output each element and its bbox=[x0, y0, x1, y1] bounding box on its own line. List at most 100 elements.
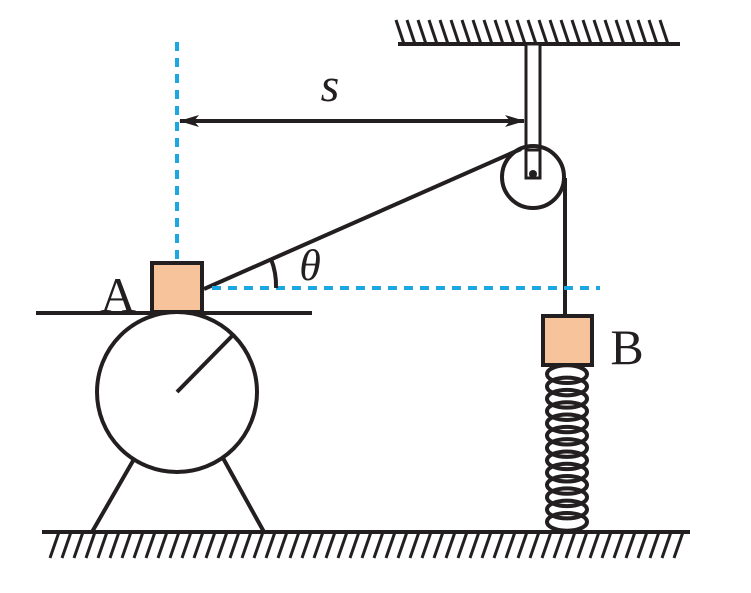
hatch-line bbox=[108, 531, 121, 559]
spring-coil bbox=[545, 510, 589, 533]
hatch-line bbox=[336, 531, 349, 559]
hatch-line bbox=[144, 531, 157, 559]
hatch-line bbox=[548, 19, 560, 45]
block-a bbox=[150, 261, 204, 314]
hatch-line bbox=[625, 19, 637, 45]
hatch-line bbox=[471, 19, 483, 45]
hatch-line bbox=[528, 531, 541, 559]
hatch-line bbox=[312, 531, 325, 559]
hatch-line bbox=[564, 531, 577, 559]
hatch-line bbox=[438, 19, 450, 45]
hatch-line bbox=[504, 531, 517, 559]
spring-coil bbox=[545, 474, 589, 496]
hatch-line bbox=[600, 531, 613, 559]
hatch-line bbox=[408, 531, 421, 559]
hatch-line bbox=[72, 531, 85, 559]
spring-coil bbox=[545, 424, 589, 447]
hatch-line bbox=[405, 19, 417, 45]
hatch-line bbox=[420, 531, 433, 559]
angle-arc bbox=[269, 258, 279, 289]
spring-coil bbox=[545, 387, 589, 410]
hatch-line bbox=[592, 19, 604, 45]
hatch-line bbox=[416, 19, 428, 45]
distance-label: s bbox=[321, 59, 340, 112]
hatch-line bbox=[228, 531, 241, 559]
hatch-line bbox=[348, 531, 361, 559]
hatch-line bbox=[672, 531, 685, 559]
hatch-line bbox=[552, 531, 565, 559]
hatch-line bbox=[60, 531, 73, 559]
hatch-line bbox=[647, 19, 659, 45]
hatch-line bbox=[216, 531, 229, 559]
spring-coil bbox=[545, 412, 589, 435]
hatch-line bbox=[84, 531, 97, 559]
ceiling-support bbox=[394, 19, 680, 46]
spring-coil bbox=[545, 437, 589, 459]
hatch-line bbox=[204, 531, 217, 559]
angle-label: θ bbox=[299, 241, 321, 290]
hatch-line bbox=[492, 531, 505, 559]
hatch-line bbox=[516, 531, 529, 559]
hatch-line bbox=[300, 531, 313, 559]
hatch-line bbox=[360, 531, 373, 559]
hatch-line bbox=[396, 531, 409, 559]
hatch-line bbox=[427, 19, 439, 45]
hatch-line bbox=[324, 531, 337, 559]
hatch-line bbox=[636, 19, 648, 45]
hatch-line bbox=[624, 531, 637, 559]
hatch-line bbox=[432, 531, 445, 559]
spring-coil bbox=[545, 400, 589, 422]
spring-coil bbox=[545, 486, 589, 509]
hatch-line bbox=[515, 19, 527, 45]
spring-coil bbox=[545, 449, 589, 472]
hatch-line bbox=[537, 19, 549, 45]
hatch-line bbox=[180, 531, 193, 559]
hatch-line bbox=[588, 531, 601, 559]
hatch-line bbox=[660, 531, 673, 559]
dial-scale bbox=[90, 310, 266, 533]
ceiling-hatching bbox=[394, 19, 670, 45]
hatch-line bbox=[96, 531, 109, 559]
hatch-line bbox=[444, 531, 457, 559]
hatch-line bbox=[252, 531, 265, 559]
hatch-line bbox=[504, 19, 516, 45]
hatch-line bbox=[482, 19, 494, 45]
hatch-line bbox=[240, 531, 253, 559]
hatch-line bbox=[460, 19, 472, 45]
rope-a-to-pulley bbox=[203, 147, 522, 291]
hatch-line bbox=[480, 531, 493, 559]
hatch-line bbox=[456, 531, 469, 559]
hatch-line bbox=[526, 19, 538, 45]
spring bbox=[545, 363, 589, 533]
hatch-line bbox=[132, 531, 145, 559]
hatch-line bbox=[394, 19, 406, 45]
hatch-line bbox=[120, 531, 133, 559]
hatch-line bbox=[372, 531, 385, 559]
hatch-line bbox=[449, 19, 461, 45]
hatch-line bbox=[384, 531, 397, 559]
dial-needle bbox=[175, 332, 236, 394]
spring-coil bbox=[545, 461, 589, 484]
hatch-line bbox=[493, 19, 505, 45]
hatch-line bbox=[540, 531, 553, 559]
block-a-label: A bbox=[100, 267, 136, 323]
hatch-line bbox=[559, 19, 571, 45]
spring-coil bbox=[545, 498, 589, 521]
hatch-line bbox=[614, 19, 626, 45]
hatch-line bbox=[156, 531, 169, 559]
hatch-line bbox=[264, 531, 277, 559]
ground-hatching bbox=[48, 531, 685, 559]
hatch-line bbox=[468, 531, 481, 559]
hatch-line bbox=[168, 531, 181, 559]
hatch-line bbox=[612, 531, 625, 559]
block-b-label: B bbox=[610, 319, 643, 375]
hatch-line bbox=[288, 531, 301, 559]
pulley bbox=[500, 144, 566, 210]
block-b bbox=[541, 314, 594, 367]
hatch-line bbox=[192, 531, 205, 559]
hatch-line bbox=[658, 19, 670, 45]
hatch-line bbox=[48, 531, 61, 559]
hatch-line bbox=[581, 19, 593, 45]
